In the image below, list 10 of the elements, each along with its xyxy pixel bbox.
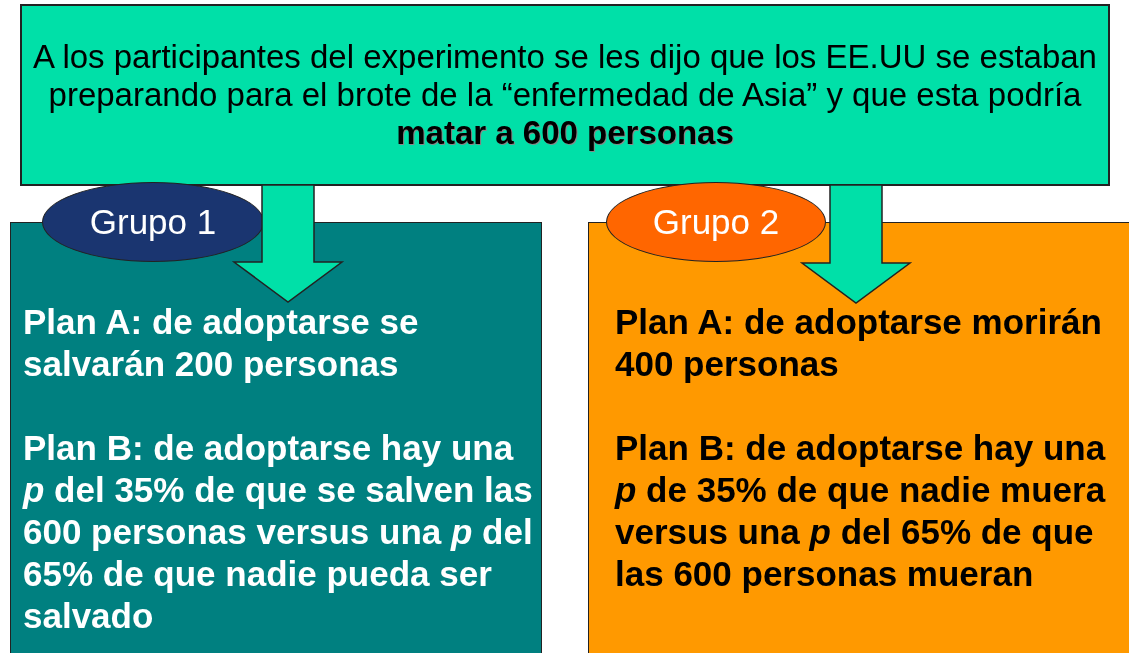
description-text: A los participantes del experimento se les dijo que los EE.UU se estaban preparando para el brote de la “enfermedad de Asia” y que esta podría matar a 600 personas xyxy=(32,38,1098,152)
group-label: Grupo 1 xyxy=(89,202,217,242)
group-label: Grupo 2 xyxy=(652,202,780,242)
info-box xyxy=(20,4,1110,186)
block-arrow xyxy=(231,184,345,303)
plan-text: Plan B: de adoptarse hay una p de 35% de que nadie muera versus una p del 65% de que las 600 personas mueran xyxy=(615,427,1107,595)
block-arrow xyxy=(799,184,913,304)
plan-text: Plan B: de adoptarse hay una p del 35% de que se salven las 600 personas versus una p del 65% de que nadie pueda ser salvado xyxy=(23,427,534,637)
plan-text: Plan A: de adoptarse se salvarán 200 personas xyxy=(23,301,420,385)
plan-text: Plan A: de adoptarse morirán 400 personas xyxy=(615,301,1103,385)
